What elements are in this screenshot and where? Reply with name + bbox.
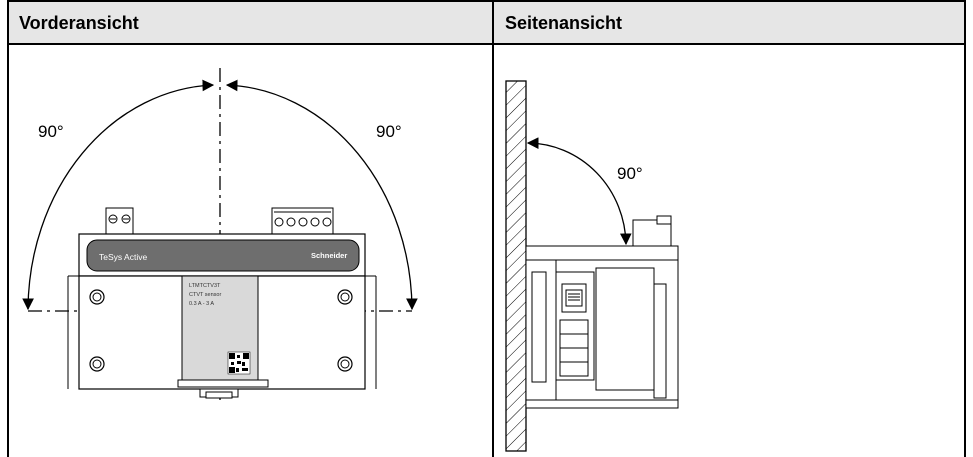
side-rotation-arc [526, 137, 632, 246]
device-side-profile [525, 215, 679, 409]
header-front-view: Vorderansicht [7, 0, 493, 45]
table-border-left [7, 0, 9, 457]
table-divider [492, 0, 494, 457]
device-label-panel [86, 239, 360, 272]
qr-code [227, 351, 251, 375]
schneider-logo: Schneider [311, 251, 347, 260]
header-side-view-label: Seitenansicht [505, 13, 623, 33]
side-view-drawing: 90° [505, 80, 679, 452]
mounting-wall [505, 80, 527, 452]
header-side-view: Seitenansicht [493, 0, 966, 45]
right-rotation-arc [225, 79, 418, 311]
angle-label-right: 90° [376, 122, 402, 141]
module-text-range: 0.3 A - 3 A [189, 301, 214, 307]
mounting-screws [89, 289, 353, 372]
table-border-right [964, 0, 966, 457]
brand-label: TeSys Active [99, 252, 147, 262]
left-terminal-block [105, 207, 134, 235]
angle-label-side: 90° [617, 164, 643, 183]
right-terminal-block [271, 207, 334, 235]
module-text-type: CTVT sensor [189, 292, 221, 298]
header-front-view-label: Vorderansicht [19, 13, 139, 33]
angle-label-left: 90° [38, 122, 64, 141]
module-text-model: LTMTCTV3T [189, 283, 221, 289]
left-rotation-arc [22, 79, 215, 311]
front-view-drawing: 90° 90° TeSys Active Schneider [22, 68, 418, 400]
